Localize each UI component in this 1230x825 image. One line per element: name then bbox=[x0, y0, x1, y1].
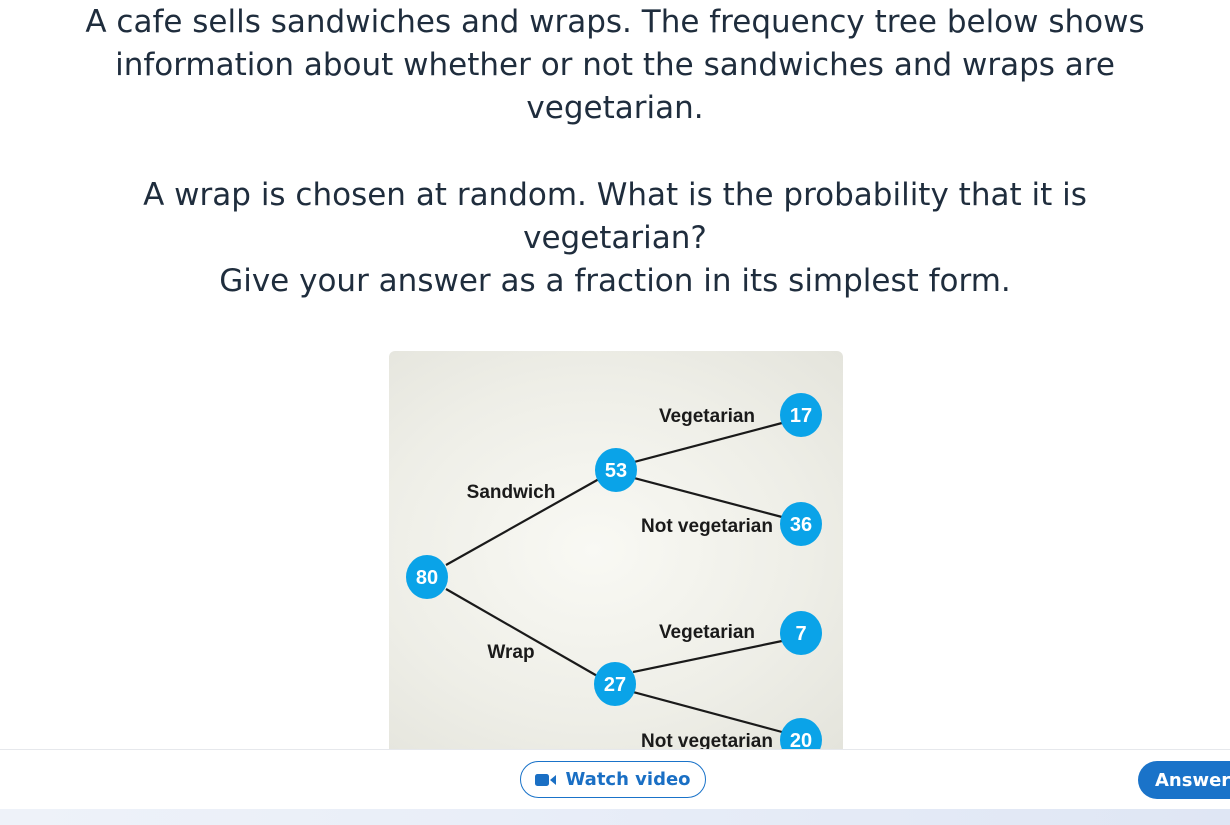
branch-wrap bbox=[445, 588, 600, 678]
frequency-tree: 80 53 27 17 36 7 20 Sandwich Wrap Vegeta… bbox=[389, 351, 843, 749]
label-sandwich: Sandwich bbox=[467, 482, 556, 503]
node-root-value: 80 bbox=[416, 567, 438, 589]
node-root bbox=[406, 555, 448, 599]
frequency-tree-diagram: 80 53 27 17 36 7 20 Sandwich Wrap Vegeta… bbox=[406, 393, 822, 749]
node-wrap-value: 27 bbox=[604, 674, 626, 696]
node-sandwich-notveg-value: 36 bbox=[790, 514, 812, 536]
node-wrap-veg bbox=[780, 611, 822, 655]
answer-button-label: Answer bbox=[1155, 769, 1230, 791]
node-sandwich-veg bbox=[780, 393, 822, 437]
branch-sandwich-notveg bbox=[633, 476, 783, 519]
label-sandwich-veg: Vegetarian bbox=[659, 406, 755, 427]
node-sandwich bbox=[595, 448, 637, 492]
node-sandwich-notveg bbox=[780, 502, 822, 546]
answer-button[interactable]: Answer bbox=[1138, 761, 1230, 799]
question-line: information about whether or not the san… bbox=[115, 47, 1115, 83]
node-sandwich-value: 53 bbox=[605, 460, 627, 482]
label-wrap-veg: Vegetarian bbox=[659, 622, 755, 643]
label-wrap-notveg: Not vegetarian bbox=[641, 731, 773, 749]
branch-sandwich bbox=[445, 478, 600, 566]
question-line: A cafe sells sandwiches and wraps. The f… bbox=[85, 4, 1145, 40]
branch-sandwich-veg bbox=[633, 421, 783, 464]
branch-wrap-notveg bbox=[632, 690, 783, 734]
node-wrap bbox=[594, 662, 636, 706]
node-wrap-veg-value: 7 bbox=[795, 623, 806, 645]
question-line: Give your answer as a fraction in its si… bbox=[219, 263, 1011, 299]
question-line: vegetarian. bbox=[526, 90, 704, 126]
watch-video-button[interactable]: Watch video bbox=[520, 761, 706, 798]
node-wrap-notveg bbox=[780, 718, 822, 749]
bottom-strip bbox=[0, 809, 1230, 825]
label-sandwich-notveg: Not vegetarian bbox=[641, 516, 773, 537]
question-line: vegetarian? bbox=[523, 220, 707, 256]
watch-video-label: Watch video bbox=[565, 769, 691, 790]
branch-wrap-veg bbox=[632, 639, 783, 674]
node-sandwich-veg-value: 17 bbox=[790, 405, 812, 427]
video-camera-icon bbox=[535, 773, 557, 787]
node-wrap-notveg-value: 20 bbox=[790, 730, 812, 749]
question-line: A wrap is chosen at random. What is the … bbox=[143, 177, 1087, 213]
label-wrap: Wrap bbox=[487, 642, 534, 663]
